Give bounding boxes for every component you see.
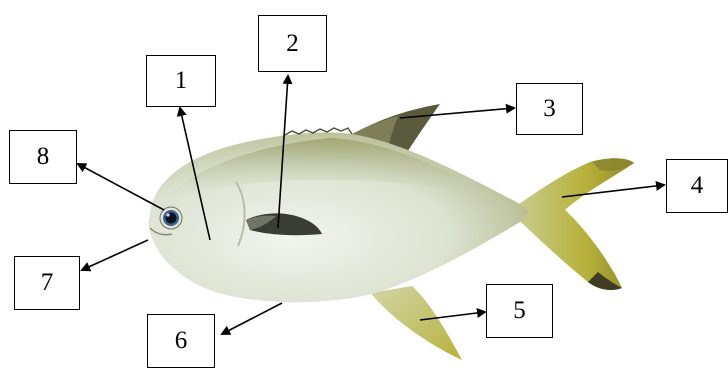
label-8: 8 — [37, 143, 50, 171]
label-6: 6 — [175, 327, 188, 355]
label-1: 1 — [175, 67, 188, 95]
label-7: 7 — [41, 269, 54, 297]
label-box-4: 4 — [666, 159, 728, 213]
anal-fin — [370, 286, 462, 360]
label-4: 4 — [691, 172, 704, 200]
label-box-6: 6 — [147, 314, 215, 368]
label-box-3: 3 — [516, 83, 583, 135]
label-box-1: 1 — [146, 55, 216, 107]
label-2: 2 — [286, 30, 299, 58]
label-box-2: 2 — [258, 15, 327, 72]
fish-eye-glint — [166, 213, 169, 216]
arrow-7 — [82, 240, 148, 270]
label-box-5: 5 — [486, 284, 553, 338]
label-box-7: 7 — [14, 256, 80, 310]
label-box-8: 8 — [9, 130, 77, 184]
arrow-8 — [78, 164, 164, 210]
arrow-6 — [222, 303, 282, 334]
label-5: 5 — [513, 297, 526, 325]
label-3: 3 — [543, 95, 556, 123]
caudal-fin — [510, 158, 634, 290]
